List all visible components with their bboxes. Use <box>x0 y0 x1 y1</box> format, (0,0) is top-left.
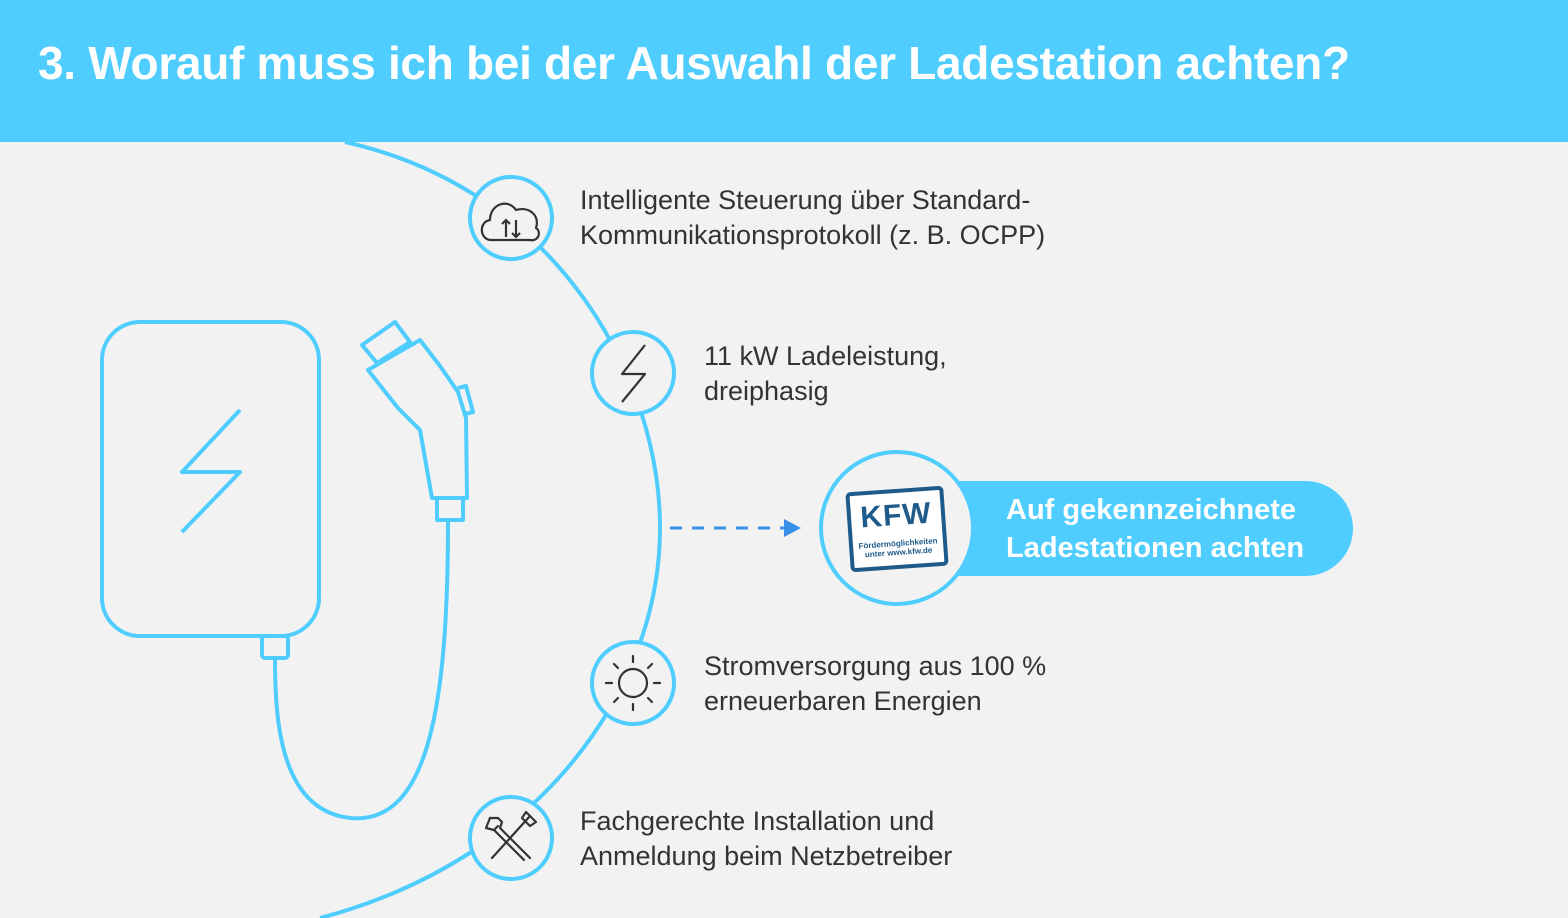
item-line: Anmeldung beim Netzbetreiber <box>580 841 953 871</box>
item-line: Kommunikationsprotokoll (z. B. OCPP) <box>580 220 1046 250</box>
cloud-sync-icon <box>468 175 554 261</box>
kfw-logo-text: KFW <box>859 496 933 535</box>
kfw-subtext: Fördermöglichkeiten unter www.kfw.de <box>853 536 944 560</box>
item-line: erneuerbaren Energien <box>704 686 982 716</box>
wallbox-icon <box>100 320 321 660</box>
list-item-power: 11 kW Ladeleistung, dreiphasig <box>704 339 947 409</box>
kfw-logo: KFW Fördermöglichkeiten unter www.kfw.de <box>845 485 949 573</box>
list-item-protocol: Intelligente Steuerung über Standard- Ko… <box>580 183 1045 253</box>
cable <box>273 519 450 821</box>
dashed-arrow <box>670 519 801 537</box>
tools-icon <box>468 795 554 881</box>
item-line: Intelligente Steuerung über Standard- <box>580 185 1031 215</box>
item-line: Stromversorgung aus 100 % <box>704 651 1047 681</box>
list-item-energy: Stromversorgung aus 100 % erneuerbaren E… <box>704 649 1046 719</box>
highlight-line: Auf gekennzeichnete <box>1006 494 1297 526</box>
plug-icon <box>360 320 475 522</box>
page-title: 3. Worauf muss ich bei der Auswahl der L… <box>38 37 1350 89</box>
sun-icon <box>590 640 676 726</box>
item-line: dreiphasig <box>704 376 829 406</box>
lightning-icon <box>590 330 676 416</box>
highlight-text: Auf gekennzeichnete Ladestationen achten <box>1006 491 1304 567</box>
highlight-line: Ladestationen achten <box>1006 532 1305 564</box>
item-line: Fachgerechte Installation und <box>580 806 935 836</box>
item-line: 11 kW Ladeleistung, <box>704 341 947 371</box>
header-bar: 3. Worauf muss ich bei der Auswahl der L… <box>0 0 1568 142</box>
highlight-pill <box>900 481 1353 576</box>
list-item-installation: Fachgerechte Installation und Anmeldung … <box>580 804 952 874</box>
